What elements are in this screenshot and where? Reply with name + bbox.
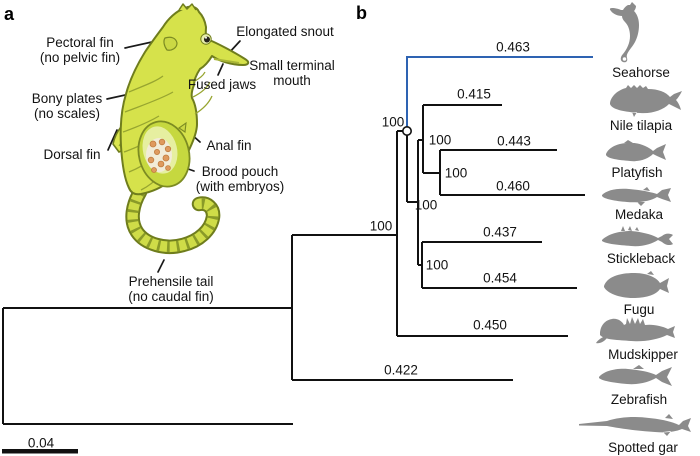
- stickleback-silhouette-icon: [602, 226, 673, 247]
- seahorse-silhouette-icon: [609, 2, 639, 63]
- zebrafish-silhouette-icon: [599, 365, 672, 386]
- label-elongated-snout: Elongated snout: [236, 24, 334, 39]
- coronet: [178, 3, 197, 11]
- label-prehensile-tail-line1: Prehensile tail: [128, 274, 214, 289]
- support-crown-clade: 100: [414, 197, 438, 213]
- tail-bands: [127, 189, 219, 253]
- tail-fill: [127, 186, 219, 253]
- label-small-terminal-mouth-line1: Small terminal: [249, 58, 335, 73]
- label-brood-pouch: Brood pouch (with embryos): [196, 164, 285, 194]
- label-small-terminal-mouth-line2: mouth: [273, 73, 311, 88]
- branch-length-mudskipper: 0.450: [473, 317, 507, 333]
- spotted-gar-silhouette-icon: [579, 414, 691, 436]
- label-small-terminal-mouth: Small terminal mouth: [249, 58, 335, 88]
- species-name-mudskipper: Mudskipper: [608, 347, 678, 362]
- support-teleost-inner: 100: [369, 218, 393, 234]
- branch-length-fugu: 0.454: [483, 270, 517, 286]
- support-platy-medaka: 100: [444, 165, 468, 181]
- anal-fin-shape: [178, 121, 187, 133]
- medaka-silhouette-icon: [602, 187, 671, 206]
- phylogenetic-tree-branches: [2, 104, 585, 425]
- branch-length-nile-tilapia: 0.415: [457, 86, 491, 102]
- leader-prehensile-tail: [157, 259, 165, 273]
- branch-seahorse-highlighted: [405, 55, 593, 127]
- branch-length-zebrafish: 0.422: [384, 362, 418, 378]
- mudskipper-silhouette-icon: [596, 317, 675, 344]
- label-anal-fin: Anal fin: [206, 138, 252, 153]
- species-name-platyfish: Platyfish: [611, 165, 663, 180]
- percomorph-node-circle: [401, 126, 412, 137]
- label-brood-pouch-line1: Brood pouch: [201, 164, 279, 179]
- species-name-nile-tilapia: Nile tilapia: [609, 118, 673, 133]
- branch-length-seahorse: 0.463: [496, 39, 530, 55]
- label-pectoral-fin-line2: (no pelvic fin): [39, 50, 121, 65]
- fugu-silhouette-icon: [604, 271, 669, 298]
- scale-bar: [2, 449, 78, 454]
- support-percomorph-node: 100: [381, 114, 405, 130]
- branch-length-medaka: 0.460: [496, 178, 530, 194]
- nile-tilapia-silhouette-icon: [610, 85, 682, 117]
- label-brood-pouch-line2: (with embryos): [195, 179, 285, 194]
- support-stickleback-fugu: 100: [425, 257, 449, 273]
- eye-pupil: [204, 36, 210, 43]
- scale-bar-label: 0.04: [27, 435, 55, 451]
- pectoral-fin-shape: [163, 36, 178, 51]
- support-tilapia-clade: 100: [428, 132, 452, 148]
- panel-a-label: a: [4, 4, 15, 24]
- label-bony-plates-line2: (no scales): [33, 106, 101, 121]
- label-bony-plates-line1: Bony plates: [31, 91, 103, 106]
- species-name-medaka: Medaka: [614, 207, 664, 222]
- leader-fused-jaws: [217, 63, 224, 76]
- eye-highlight: [205, 36, 207, 39]
- label-prehensile-tail-line2: (no caudal fin): [128, 289, 214, 304]
- branch-length-platyfish: 0.443: [497, 133, 531, 149]
- species-name-stickleback: Stickleback: [606, 251, 676, 266]
- label-pectoral-fin-line1: Pectoral fin: [46, 35, 114, 50]
- label-bony-plates: Bony plates (no scales): [32, 91, 103, 121]
- species-name-zebrafish: Zebrafish: [610, 392, 668, 407]
- species-name-seahorse: Seahorse: [612, 65, 670, 80]
- panel-b-label: b: [356, 3, 367, 23]
- embryos: [147, 138, 172, 173]
- label-prehensile-tail: Prehensile tail (no caudal fin): [128, 274, 214, 304]
- branch-length-stickleback: 0.437: [483, 224, 517, 240]
- species-name-spotted-gar: Spotted gar: [608, 440, 678, 455]
- platyfish-silhouette-icon: [606, 140, 666, 162]
- label-dorsal-fin: Dorsal fin: [43, 147, 101, 162]
- label-pectoral-fin: Pectoral fin (no pelvic fin): [40, 35, 120, 65]
- seahorse-illustration: [112, 3, 250, 255]
- leader-dorsal-fin: [107, 129, 118, 151]
- label-fused-jaws: Fused jaws: [187, 77, 257, 92]
- snout-shading: [213, 58, 240, 64]
- species-name-fugu: Fugu: [623, 302, 655, 317]
